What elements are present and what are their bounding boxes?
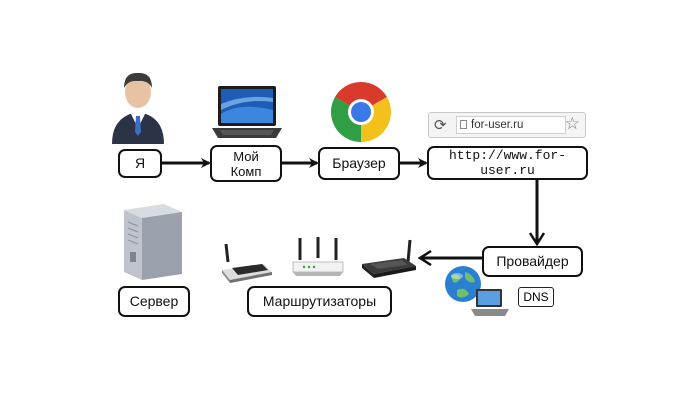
node-routers: Маршрутизаторы (247, 286, 392, 317)
node-provider: Провайдер (482, 246, 583, 277)
node-routers-label: Маршрутизаторы (262, 293, 377, 309)
node-provider-label: Провайдер (496, 253, 569, 269)
node-me-label: Я (134, 155, 146, 171)
node-my-computer: Мой Комп (210, 145, 282, 182)
node-browser: Браузер (318, 147, 400, 180)
node-browser-label: Браузер (332, 155, 386, 171)
node-my-computer-line2: Комп (230, 163, 262, 179)
person-icon (112, 72, 164, 144)
router-icon (362, 239, 416, 278)
bookmark-star-icon: ☆ (564, 114, 580, 133)
page-icon (460, 120, 467, 129)
server-icon (124, 204, 182, 280)
router-icon (222, 243, 272, 283)
node-me: Я (118, 149, 162, 178)
address-text: for-user.ru (471, 119, 524, 131)
node-dns-label: DNS (523, 290, 549, 304)
node-server: Сервер (118, 286, 190, 317)
router-icon (292, 237, 344, 276)
laptop-icon (212, 86, 282, 138)
browser-address-bar: ⟳ for-user.ru ☆ (428, 112, 586, 138)
reload-icon: ⟳ (434, 117, 447, 134)
chrome-icon (330, 81, 392, 143)
globe-icon (445, 266, 481, 302)
node-dns: DNS (518, 287, 554, 307)
node-my-computer-line1: Мой (233, 148, 259, 164)
small-laptop-icon (471, 289, 509, 316)
node-server-label: Сервер (129, 293, 179, 309)
node-url-label: http://www.for-user.ru (448, 148, 567, 178)
node-url: http://www.for-user.ru (427, 146, 588, 180)
address-field: for-user.ru (456, 116, 566, 134)
